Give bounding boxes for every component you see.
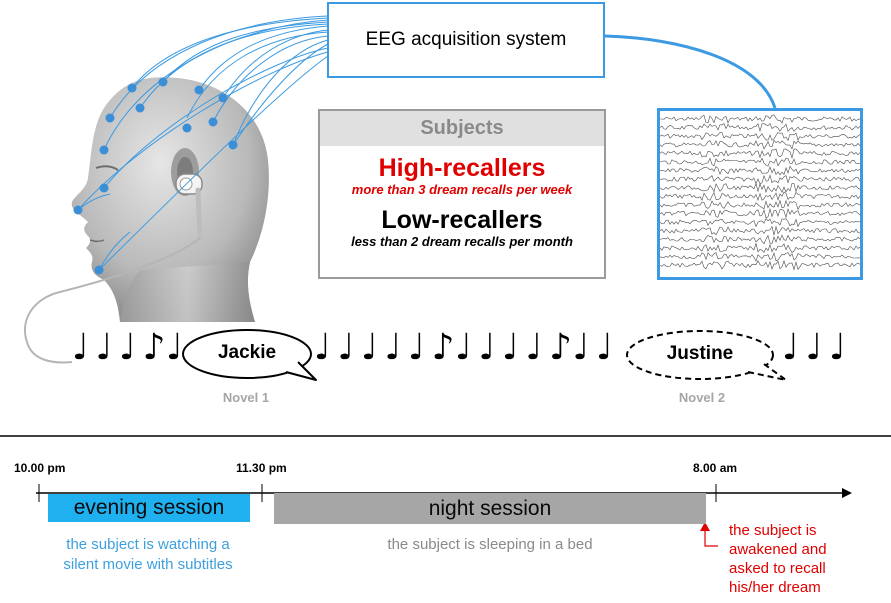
- wake-description: the subject is awakened and asked to rec…: [729, 521, 855, 597]
- low-recallers-desc: less than 2 dream recalls per month: [351, 234, 573, 249]
- eighth-note-icon: ♪: [431, 327, 455, 368]
- bubble-justine-text: Justine: [666, 343, 734, 364]
- eeg-traces-panel: [657, 108, 863, 280]
- eeg-trace-line: [660, 174, 860, 185]
- time-label-end: 8.00 am: [693, 461, 738, 475]
- novel-2-label: Novel 2: [678, 390, 726, 405]
- speech-bubble-jackie: [182, 329, 317, 381]
- eeg-trace-line: [660, 207, 860, 219]
- evening-desc-line-1: the subject is watching a: [66, 536, 230, 553]
- quarter-note-icon: ♩: [455, 327, 472, 368]
- quarter-note-icon: ♩: [384, 327, 402, 368]
- eeg-trace-line: [660, 217, 860, 228]
- eeg-trace-line: [660, 122, 860, 133]
- time-label-start: 10.00 pm: [14, 461, 66, 475]
- bubble-jackie-text: Jackie: [217, 342, 277, 363]
- quarter-note-icon: ♩: [408, 327, 425, 368]
- evening-session-bar: evening session: [48, 494, 250, 522]
- quarter-note-icon: ♩: [829, 327, 846, 368]
- eeg-acquisition-box: EEG acquisition system: [327, 2, 605, 78]
- speech-bubble-justine: [626, 330, 787, 381]
- high-recallers-desc: more than 3 dream recalls per week: [351, 182, 573, 197]
- wake-arrow: [700, 522, 718, 547]
- time-label-middle: 11.30 pm: [236, 461, 287, 475]
- quarter-note-icon: ♩: [337, 327, 355, 368]
- wake-desc-line-3: asked to recall: [729, 560, 826, 577]
- electrode-wires: [77, 15, 329, 271]
- quarter-note-icon: ♩: [572, 327, 590, 368]
- low-recallers-title: Low-recallers: [381, 206, 543, 234]
- quarter-note-icon: ♩: [782, 327, 799, 368]
- eeg-trace-line: [660, 182, 860, 194]
- eeg-traces-graphic: [660, 114, 860, 271]
- eeg-connector-line: [604, 34, 777, 109]
- quarter-note-icon: ♩: [95, 327, 113, 368]
- quarter-note-icon: ♩: [596, 327, 613, 368]
- eeg-trace-line: [660, 242, 860, 253]
- evening-description: the subject is watching a silent movie w…: [30, 535, 266, 575]
- quarter-note-icon: ♩: [119, 327, 136, 368]
- wake-desc-line-4: his/her dream: [729, 579, 821, 596]
- novel-1-label: Novel 1: [222, 390, 270, 405]
- high-recallers-title: High-recallers: [378, 154, 546, 182]
- eeg-trace-line: [660, 234, 860, 245]
- eeg-trace-line: [660, 260, 860, 271]
- subjects-header: Subjects: [320, 111, 604, 146]
- electrode-icon: [73, 77, 238, 275]
- eeg-trace-line: [660, 225, 860, 236]
- eeg-trace-line: [660, 191, 860, 202]
- eeg-trace-line: [660, 139, 860, 150]
- eighth-note-icon: ♪: [549, 327, 572, 368]
- eeg-trace-line: [660, 148, 860, 160]
- eeg-trace-line: [660, 157, 860, 167]
- quarter-note-icon: ♩: [478, 327, 496, 368]
- wake-desc-line-1: the subject is: [729, 522, 817, 539]
- eeg-trace-line: [660, 165, 860, 176]
- quarter-note-icon: ♩: [314, 327, 331, 368]
- eeg-trace-line: [660, 251, 860, 262]
- eeg-trace-line: [660, 114, 860, 124]
- quarter-note-icon: ♩: [805, 327, 823, 368]
- eeg-acquisition-label: EEG acquisition system: [365, 29, 567, 50]
- eeg-trace-line: [660, 199, 860, 211]
- eeg-trace-line: [660, 132, 860, 142]
- quarter-note-icon: ♩: [72, 327, 89, 368]
- quarter-note-icon: ♩: [525, 327, 543, 368]
- subjects-panel: Subjects High-recallers more than 3 drea…: [318, 109, 606, 279]
- quarter-note-icon: ♩: [361, 327, 378, 368]
- night-description: the subject is sleeping in a bed: [387, 536, 593, 553]
- quarter-note-icon: ♩: [502, 327, 519, 368]
- night-session-bar: night session: [274, 493, 706, 524]
- evening-desc-line-2: silent movie with subtitles: [63, 556, 233, 573]
- wake-desc-line-2: awakened and: [729, 541, 827, 558]
- eighth-note-icon: ♪: [142, 327, 166, 368]
- quarter-note-icon: ♩: [166, 327, 183, 368]
